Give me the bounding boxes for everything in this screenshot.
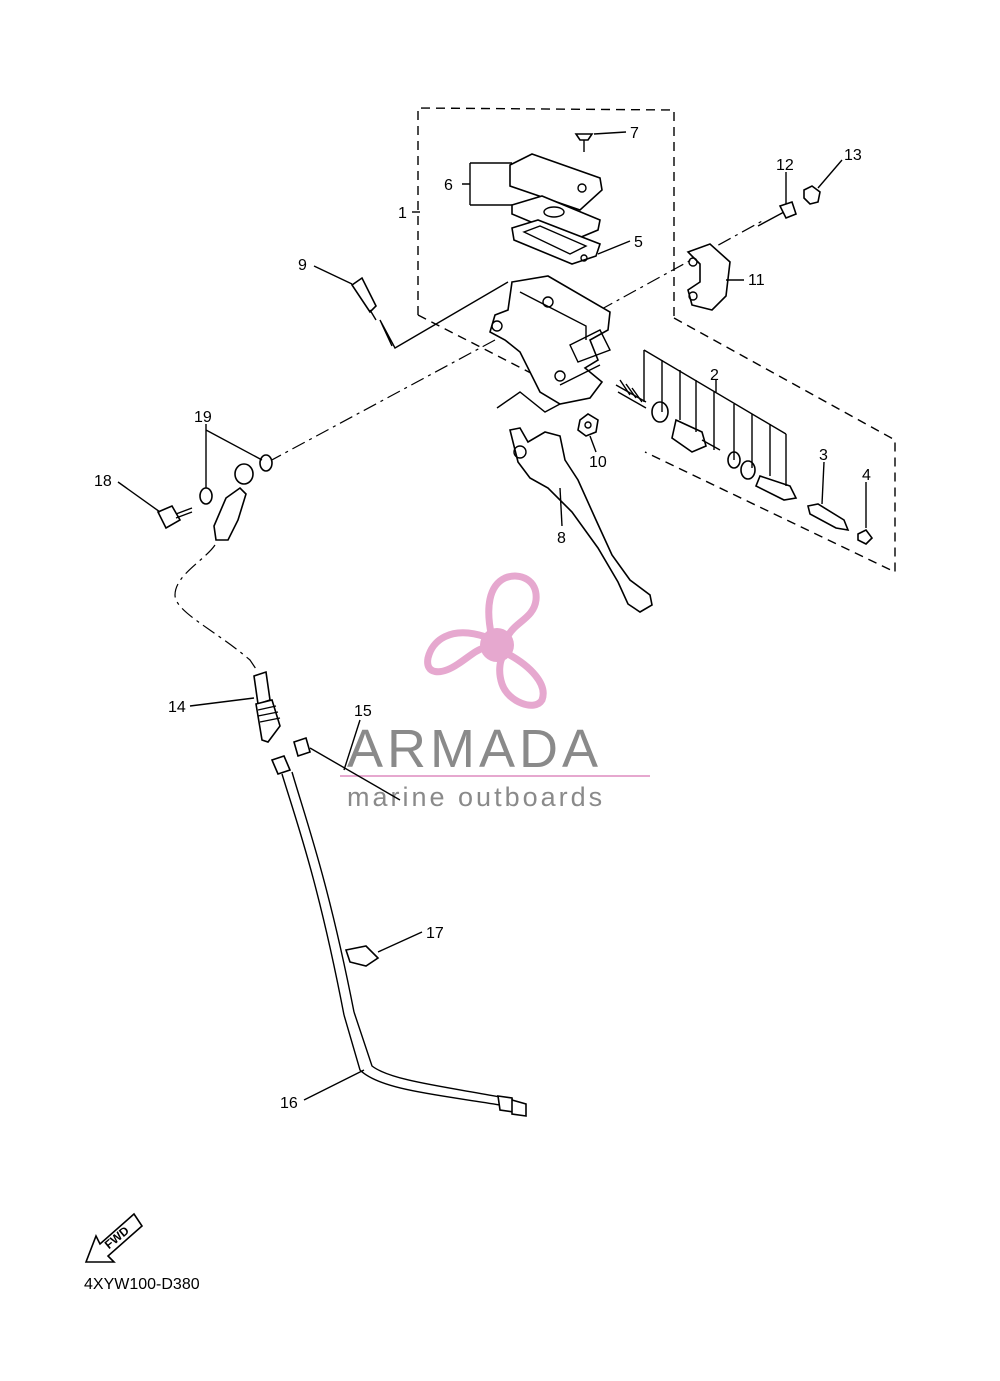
svg-text:19: 19 xyxy=(194,409,212,426)
rod-boot xyxy=(857,528,874,545)
assembly-outline xyxy=(417,107,896,574)
svg-text:8: 8 xyxy=(557,530,566,547)
svg-text:15: 15 xyxy=(354,703,372,720)
svg-text:9: 9 xyxy=(298,257,307,274)
armada-propeller-logo xyxy=(424,572,547,709)
callout-15: 15 xyxy=(343,703,372,771)
brake-lever xyxy=(509,427,653,613)
hose-band xyxy=(293,736,401,801)
callout-2: 2 xyxy=(710,367,719,392)
brake-pipe xyxy=(270,755,527,1117)
svg-text:17: 17 xyxy=(426,925,444,942)
callout-10: 10 xyxy=(589,435,607,471)
fwd-arrow-icon: FWD xyxy=(84,1212,144,1263)
svg-text:1: 1 xyxy=(398,205,407,222)
svg-text:16: 16 xyxy=(280,1095,298,1112)
callout-18: 18 xyxy=(94,473,161,513)
svg-text:3: 3 xyxy=(819,447,828,464)
svg-text:7: 7 xyxy=(630,125,639,142)
piston-kit xyxy=(615,349,798,501)
callout-1: 1 xyxy=(398,205,420,222)
callout-4: 4 xyxy=(862,467,871,528)
handlebar-holder xyxy=(686,243,731,311)
pivot-nut xyxy=(577,413,599,437)
master-cylinder-body xyxy=(489,275,611,405)
holder-nut xyxy=(803,185,821,205)
pivot-bolt xyxy=(350,276,377,321)
union-bolt xyxy=(156,504,193,530)
svg-text:14: 14 xyxy=(168,699,186,716)
svg-text:11: 11 xyxy=(748,272,765,289)
svg-text:6: 6 xyxy=(444,177,453,194)
callout-6: 6 xyxy=(444,162,512,206)
svg-text:2: 2 xyxy=(710,367,719,384)
callout-16: 16 xyxy=(280,1069,365,1112)
hose-clamp xyxy=(344,945,380,967)
reservoir-cap xyxy=(509,153,603,265)
brand-tagline: marine outboards xyxy=(347,782,605,812)
callout-3: 3 xyxy=(819,447,828,505)
copper-washer xyxy=(199,454,273,505)
alignment-lines xyxy=(174,219,765,673)
push-rod xyxy=(807,503,850,532)
callout-13: 13 xyxy=(817,147,862,189)
callout-12: 12 xyxy=(776,157,794,204)
callout-14: 14 xyxy=(168,697,255,716)
callout-17: 17 xyxy=(377,925,444,953)
callout-9: 9 xyxy=(298,257,353,285)
callout-7: 7 xyxy=(593,125,639,142)
svg-text:5: 5 xyxy=(634,234,643,251)
callout-5: 5 xyxy=(597,234,643,255)
callout-19: 19 xyxy=(194,409,263,488)
cap-screw xyxy=(574,133,594,152)
callout-11: 11 xyxy=(726,272,765,289)
svg-text:10: 10 xyxy=(589,454,607,471)
armada-watermark-text: ARMADA marine outboards xyxy=(340,719,650,812)
svg-text:18: 18 xyxy=(94,473,112,490)
callout-8: 8 xyxy=(557,487,566,547)
banjo-fitting xyxy=(213,463,254,541)
hose-joint xyxy=(253,670,281,743)
svg-text:13: 13 xyxy=(844,147,862,164)
callouts: 1 2 3 4 5 6 7 8 xyxy=(94,125,871,1112)
diagram-code: 4XYW100-D380 xyxy=(84,1276,200,1293)
brand-name: ARMADA xyxy=(347,719,602,779)
svg-text:12: 12 xyxy=(776,157,794,174)
svg-text:4: 4 xyxy=(862,467,871,484)
holder-bolt xyxy=(757,200,797,227)
